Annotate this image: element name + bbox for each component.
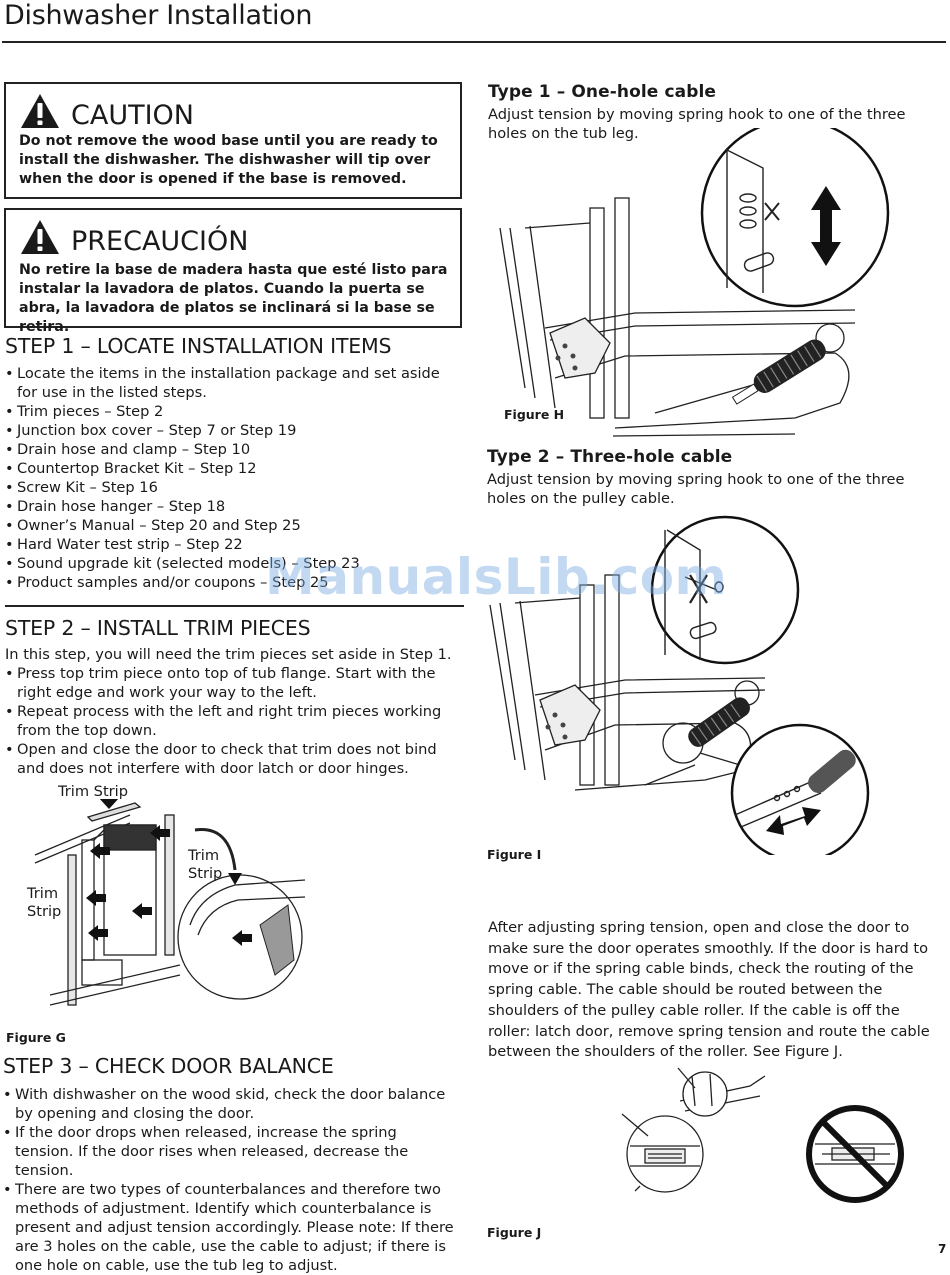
figure-g-illustration: [34, 790, 306, 1006]
list-item: Press top trim piece onto top of tub fla…: [5, 664, 445, 702]
list-item: Product samples and/or coupons – Step 25: [5, 573, 463, 592]
type1-text: Adjust tension by moving spring hook to …: [488, 106, 906, 142]
step3-title: STEP 3 – CHECK DOOR BALANCE: [3, 1054, 334, 1078]
step2-title: STEP 2 – INSTALL TRIM PIECES: [5, 616, 311, 640]
warning-triangle-icon: [21, 219, 59, 254]
precaucion-heading-text: PRECAUCIÓN: [71, 226, 249, 257]
figure-j-illustration: [621, 1067, 904, 1203]
step2-intro: In this step, you will need the trim pie…: [5, 646, 452, 663]
warning-triangle-icon: [21, 93, 59, 128]
list-item: Drain hose hanger – Step 18: [5, 497, 463, 516]
list-item: Drain hose and clamp – Step 10: [5, 440, 463, 459]
list-item: There are two types of counterbalances a…: [3, 1180, 458, 1275]
page-number: 7: [938, 1242, 947, 1256]
precaucion-box: PRECAUCIÓN No retire la base de madera h…: [4, 208, 462, 335]
figure-i-illustration: [489, 515, 870, 855]
list-item: Screw Kit – Step 16: [5, 478, 463, 497]
type2-title: Type 2 – Three-hole cable: [487, 447, 733, 467]
list-item: Junction box cover – Step 7 or Step 19: [5, 421, 463, 440]
list-item: If the door drops when released, increas…: [3, 1123, 458, 1180]
caution-box: CAUTION Do not remove the wood base unti…: [4, 82, 462, 199]
figure-g-label: Figure G: [6, 1030, 66, 1045]
step1-title: STEP 1 – LOCATE INSTALLATION ITEMS: [5, 334, 392, 358]
precaucion-text: No retire la base de madera hasta que es…: [19, 262, 448, 335]
list-item: Countertop Bracket Kit – Step 12: [5, 459, 463, 478]
figure-h-label: Figure H: [504, 407, 565, 422]
type2-text: Adjust tension by moving spring hook to …: [487, 471, 905, 507]
trim-strip-top-callout: Trim Strip: [58, 785, 128, 799]
type1-title: Type 1 – One-hole cable: [488, 82, 717, 102]
list-item: Repeat process with the left and right t…: [5, 702, 445, 740]
caution-text: Do not remove the wood base until you ar…: [19, 133, 438, 187]
section-divider: [5, 605, 464, 607]
list-item: Trim pieces – Step 2: [5, 402, 463, 421]
list-item: Open and close the door to check that tr…: [5, 740, 445, 778]
trim-strip-left-callout-2: Strip: [27, 903, 62, 920]
step3-list: With dishwasher on the wood skid, check …: [3, 1085, 458, 1275]
trim-strip-right-callout-1: Trim: [188, 847, 220, 864]
list-item: Owner’s Manual – Step 20 and Step 25: [5, 516, 463, 535]
page-title: Dishwasher Installation: [4, 0, 313, 31]
figure-i-label: Figure I: [487, 847, 542, 862]
list-item: Locate the items in the installation pac…: [5, 364, 463, 402]
caution-heading: CAUTION: [19, 90, 194, 131]
watermark: ManualsLib.com: [265, 548, 728, 606]
step2-list: Press top trim piece onto top of tub fla…: [5, 664, 445, 778]
trim-strip-left-callout-1: Trim: [27, 885, 59, 902]
list-item: Hard Water test strip – Step 22: [5, 535, 463, 554]
figure-j-label: Figure J: [487, 1225, 542, 1240]
step1-list: Locate the items in the installation pac…: [5, 364, 463, 592]
trim-strip-right-callout-2: Strip: [188, 865, 223, 882]
header-rule: [2, 41, 946, 43]
list-item: Sound upgrade kit (selected models) – St…: [5, 554, 463, 573]
caution-heading-text: CAUTION: [71, 100, 194, 131]
precaucion-heading: PRECAUCIÓN: [19, 216, 248, 257]
after-adjusting-paragraph: After adjusting spring tension, open and…: [488, 919, 930, 1061]
figure-h-illustration: [499, 128, 890, 437]
list-item: With dishwasher on the wood skid, check …: [3, 1085, 458, 1123]
